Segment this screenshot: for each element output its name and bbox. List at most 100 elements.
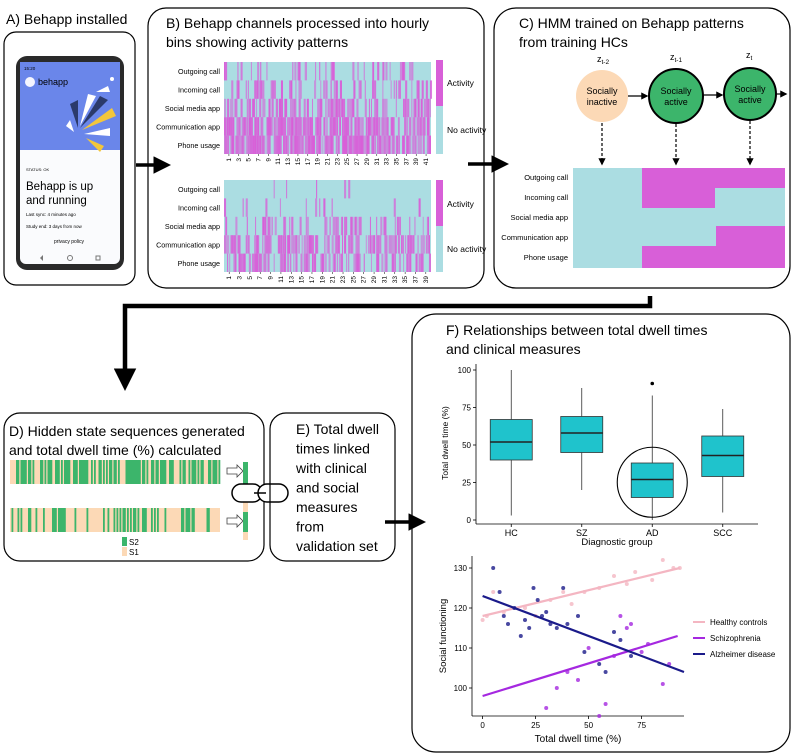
scatter-point (497, 590, 502, 594)
x-tick-label: 39 (423, 276, 430, 284)
nav-recent-icon[interactable] (95, 255, 101, 261)
box-y-tick: 0 (467, 516, 472, 525)
phone-status-label: STATUS: OK (26, 167, 50, 172)
scatter-point (480, 618, 485, 622)
state-node-inactive (576, 70, 628, 122)
state-2-label-2: active (664, 97, 688, 107)
scatter-y-tick: 100 (454, 684, 468, 693)
x-tick-label: 5 (246, 158, 253, 162)
scatter-point (618, 614, 623, 618)
dwell-bar-green-1 (243, 462, 248, 484)
emission-grid (573, 168, 785, 268)
legend-activity-swatch-bottom (436, 180, 443, 226)
state-3-label-2: active (738, 95, 762, 105)
scatter-point (544, 610, 549, 614)
state-2-label-1: Socially (660, 86, 692, 96)
x-tick-label: 11 (275, 158, 282, 165)
panel-e-line: validation set (296, 538, 378, 554)
panel-e-line: E) Total dwell (296, 421, 379, 437)
hmm-channel-label: Communication app (501, 233, 568, 242)
panel-e-line: times linked (296, 441, 370, 457)
box-scc (701, 409, 745, 513)
scatter-point (618, 638, 623, 642)
x-tick-label: 15 (299, 276, 306, 284)
scatter-x-tick: 75 (637, 721, 646, 730)
panel-a-title: A) Behapp installed (6, 11, 127, 27)
series-healthy-controls (480, 558, 682, 622)
channel-label: Phone usage (178, 259, 220, 268)
legend-s2-swatch (122, 537, 127, 546)
x-tick-label: 33 (392, 276, 399, 284)
regression-line (482, 566, 681, 618)
scatter-point (639, 650, 644, 654)
series-alzheimer-disease (482, 566, 685, 674)
legend-no-activity-top: No activity (447, 125, 487, 135)
legend-activity-swatch-top (436, 60, 443, 106)
scatter-point (523, 618, 527, 622)
panel-e-line: measures (296, 499, 357, 515)
panel-e-line: from (296, 519, 324, 535)
box-y-label: Total dwell time (%) (440, 406, 450, 480)
channel-label: Communication app (156, 240, 220, 249)
scatter-point (633, 570, 638, 574)
state-3-z: zt (746, 50, 753, 62)
phone-last-sync: Last sync: 4 minutes ago (26, 212, 76, 217)
panel-d-title-2: and total dwell time (%) calculated (9, 442, 221, 458)
x-tick-label: 41 (423, 158, 430, 166)
x-tick-label: 7 (257, 276, 264, 280)
scatter-point (660, 558, 665, 562)
scatter-x-tick: 0 (480, 721, 485, 730)
panel-e-line: with clinical (295, 460, 367, 476)
scatter-point (527, 626, 532, 630)
x-tick-label: 25 (344, 158, 351, 166)
x-tick-label: 21 (325, 158, 332, 166)
nav-back-icon[interactable] (40, 255, 43, 261)
x-tick-label: 21 (330, 276, 337, 284)
dwell-bar-green-2 (243, 512, 248, 532)
x-tick-label: 27 (354, 158, 361, 166)
scatter-point (501, 614, 506, 618)
series-schizophrenia (482, 614, 678, 718)
box-x-tick: HC (505, 528, 518, 538)
chain-link-icon (231, 483, 289, 503)
scatter-point (576, 614, 580, 618)
channel-label: Incoming call (178, 204, 220, 213)
channel-label: Outgoing call (178, 67, 220, 76)
bell-icon[interactable] (110, 77, 114, 81)
panel-a: A) Behapp installed 15:20 behapp STATUS:… (3, 11, 136, 286)
nav-home-icon[interactable] (67, 255, 73, 261)
x-tick-label: 19 (315, 158, 322, 166)
x-tick-label: 27 (361, 276, 368, 284)
box-y-tick: 100 (458, 366, 472, 375)
x-tick-label: 1 (226, 158, 233, 162)
channel-label: Incoming call (178, 86, 220, 95)
x-tick-label: 19 (319, 276, 326, 284)
x-tick-label: 17 (305, 158, 312, 166)
panel-b-frame (147, 7, 485, 289)
arrow-c-d (113, 296, 653, 391)
box-x-tick: SCC (713, 528, 733, 538)
x-tick-label: 3 (237, 276, 244, 280)
state-sequence-1 (10, 460, 221, 484)
scatter-point (603, 670, 608, 674)
state-node-active-2 (723, 67, 777, 121)
panel-b: B) Behapp channels processed into hourly… (147, 7, 487, 289)
hmm-channel-label: Phone usage (524, 253, 568, 262)
box-y-tick: 25 (462, 479, 471, 488)
scatter-y-tick: 110 (454, 644, 467, 653)
box-x-tick: AD (646, 528, 659, 538)
regression-line (482, 634, 678, 698)
scatter-point (650, 578, 655, 582)
panel-f-frame (411, 313, 791, 753)
scatter-x-tick: 50 (584, 721, 593, 730)
state-node-active-1 (648, 68, 704, 124)
x-tick-label: 13 (285, 158, 292, 166)
panel-c-title-1: C) HMM trained on Behapp patterns (519, 15, 744, 31)
panel-b-title-2: bins showing activity patterns (166, 34, 348, 50)
channel-label: Social media app (165, 104, 220, 113)
scatter-point (561, 586, 566, 590)
scatter-y-tick: 130 (454, 564, 468, 573)
x-tick-label: 31 (381, 276, 388, 284)
phone-privacy-link[interactable]: privacy policy (54, 239, 85, 245)
